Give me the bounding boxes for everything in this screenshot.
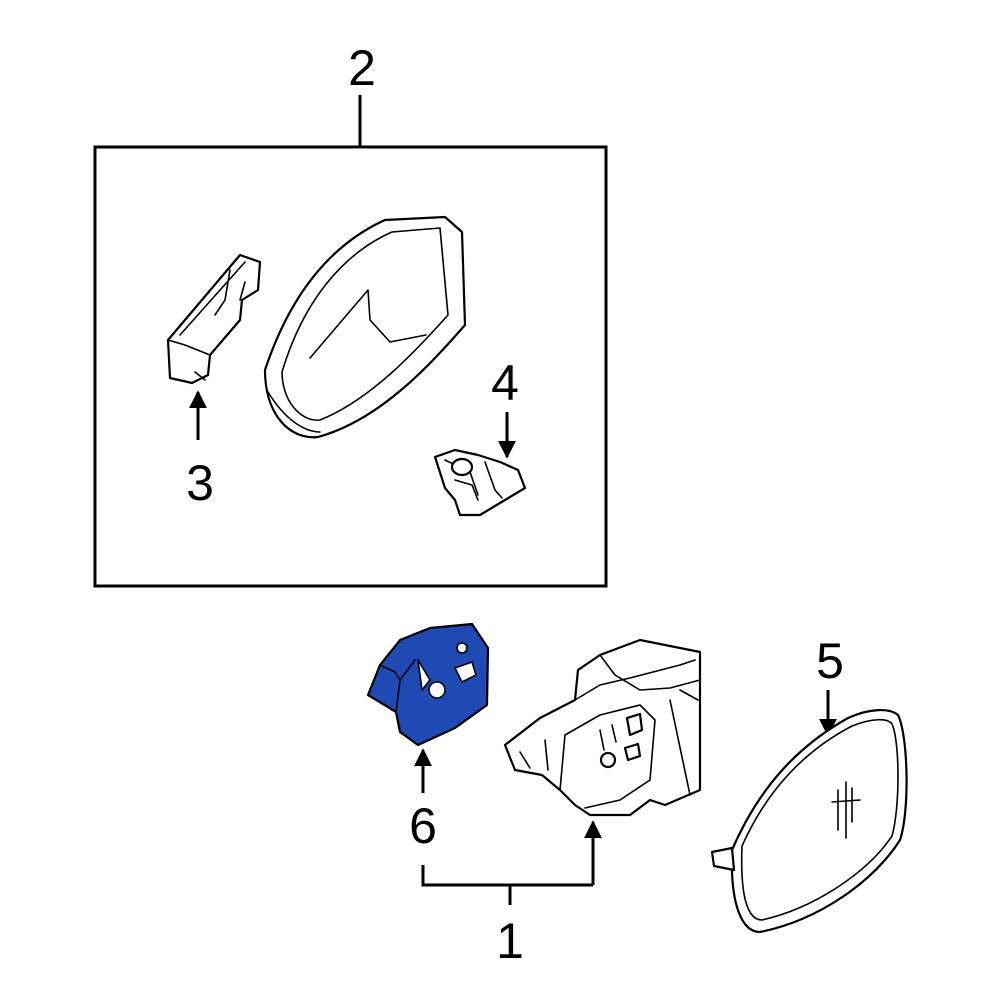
- mirror-shell: [263, 215, 467, 439]
- leader-bracket-1: [421, 865, 593, 887]
- callout-5: 5: [816, 633, 844, 689]
- mirror-glass: [710, 709, 908, 934]
- callout-6: 6: [409, 798, 437, 854]
- actuator-motor-body: [366, 622, 490, 747]
- callout-4: 4: [491, 355, 519, 411]
- callout-2: 2: [348, 40, 376, 96]
- housing-trim-cover: [166, 253, 262, 385]
- callout-1: 1: [496, 913, 524, 969]
- actuator-motor: [366, 622, 490, 747]
- turn-signal-lamp: [433, 448, 527, 517]
- callout-3: 3: [186, 455, 214, 511]
- assembly-box: [93, 145, 608, 588]
- mirror-base-frame: [503, 638, 702, 817]
